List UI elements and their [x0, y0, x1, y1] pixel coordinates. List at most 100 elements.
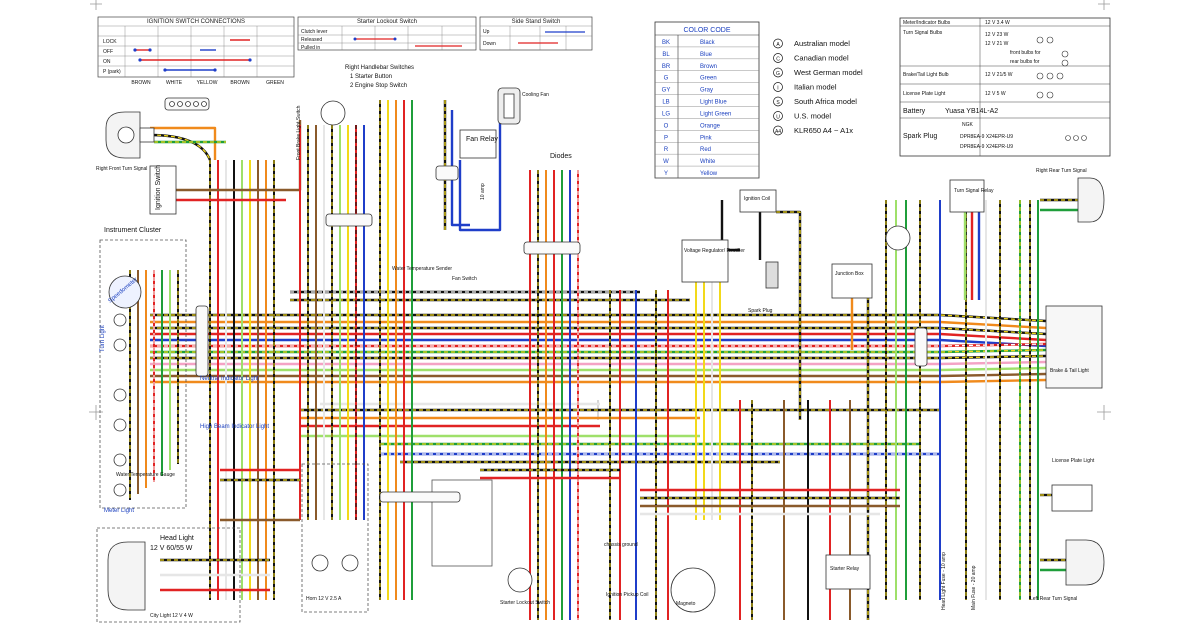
wire [176, 120, 302, 192]
model-name: KLR650 A4 ~ A1x [794, 126, 853, 135]
model-name: U.S. model [794, 112, 831, 121]
label-right-front-turn: Right Front Turn Signal [96, 166, 147, 172]
ign-row-off: OFF [103, 49, 113, 55]
horn-box [301, 463, 369, 613]
color-code-abbr: P [664, 135, 668, 141]
label-fan-switch: Fan Switch [452, 276, 477, 282]
ignition-switch-box [149, 165, 177, 215]
label-cooling-fan: Cooling Fan [522, 92, 549, 98]
switch-table-ignition: IGNITION SWITCH CONNECTIONS LOCK OFF ON … [97, 16, 295, 86]
wire [150, 378, 1047, 384]
license-light-box [1051, 484, 1093, 512]
label-spark-plug: Spark Plug [748, 308, 773, 314]
ign-col-3: YELLOW [197, 80, 218, 86]
spec-plug-row-1: DPR8EA-9 X24EPR-U9 [960, 134, 1013, 140]
label-alt-switch: 10 amp [480, 183, 486, 200]
model-mark: U [776, 115, 780, 121]
color-code-abbr: LB [662, 100, 669, 106]
label-diodes: Diodes [550, 153, 572, 160]
model-mark-circle [773, 96, 783, 107]
spec-turn-v4: rear bulbs for [1010, 59, 1040, 65]
color-code-abbr: Y [664, 171, 668, 177]
model-mark: A4 [775, 129, 781, 135]
spec-plug-label: Spark Plug [903, 133, 937, 140]
label-starter-relay: Starter Relay [830, 566, 860, 572]
label-license-plate: License Plate Light [1052, 458, 1095, 464]
left-rear-turn-signal [1065, 539, 1105, 586]
label-head-fuse: Head Light Fuse - 10 amp [941, 552, 947, 610]
label-horn: Horn 12 V 2.5 A [306, 596, 342, 602]
turn-relay-box [949, 179, 985, 213]
wire [149, 133, 212, 161]
label-neutral-light: Neutral Indicator Light [200, 376, 259, 382]
color-code-abbr: LG [662, 111, 670, 117]
label-brake-tail: Brake & Tail Light [1050, 368, 1089, 374]
label-instrument-cluster: Instrument Cluster [104, 227, 162, 234]
color-code-abbr: BR [662, 64, 671, 70]
color-code-name: Yellow [700, 171, 718, 177]
ign-col-1: BROWN [131, 80, 151, 86]
components [96, 87, 1105, 623]
model-name: Australian model [794, 39, 850, 48]
label-turn-relay: Turn Signal Relay [954, 188, 994, 194]
spec-license-title: License Plate Light [903, 91, 946, 97]
head-light-lamp [107, 541, 146, 611]
starter-table-title: Starter Lockout Switch [357, 19, 417, 25]
color-code-name: Gray [700, 88, 713, 94]
label-fan-relay: Fan Relay [466, 136, 498, 143]
ignition-table-title: IGNITION SWITCH CONNECTIONS [147, 19, 245, 25]
wire [450, 110, 470, 227]
spec-brake-value: 12 V 21/5 W [985, 72, 1013, 78]
spec-panel: Meter/Indicator Bulbs 12 V 3.4 W Turn Si… [899, 17, 1111, 157]
model-mark: S [776, 100, 780, 106]
ignition-coil-box [739, 189, 777, 213]
fan-relay-box [459, 129, 497, 159]
model-mark-circle [773, 125, 783, 136]
label-water-temp: Water Temperature Gauge [116, 472, 175, 478]
spec-plug-row-2: DPR8EA-9 X24EPR-U9 [960, 144, 1013, 150]
starter-relay-box [825, 554, 871, 590]
wire [150, 126, 217, 160]
starter-row-2: Released [301, 37, 322, 43]
wire [150, 360, 1047, 366]
starter-row-1: Clutch lever [301, 29, 328, 35]
color-code-abbr: W [663, 159, 669, 165]
right-front-turn-signal [105, 111, 155, 159]
front-brake-switch-lamp [320, 100, 346, 126]
color-code-abbr: BK [662, 40, 670, 46]
handlebar-switch-note: Right Handlebar Switches 1 Starter Butto… [345, 65, 414, 89]
color-code-abbr: GY [662, 88, 671, 94]
label-meter-light: Meter Light [104, 508, 134, 514]
wire [150, 366, 1047, 372]
voltage-regulator-box [681, 239, 729, 283]
label-water-temp-sender: Water Temperature Sender [392, 266, 452, 272]
color-code-name: Orange [700, 123, 721, 129]
ign-row-p: P (park) [103, 69, 121, 75]
instrument-cluster-box [99, 239, 187, 509]
color-code-abbr: G [664, 76, 669, 82]
label-city-light: City Light 12 V 4 W [150, 613, 193, 619]
starter-row-3: Pulled in [301, 45, 320, 51]
magneto [670, 567, 716, 613]
color-code-name: Black [700, 40, 716, 46]
model-name: Canadian model [794, 54, 849, 63]
spec-turn-v1: 12 V 23 W [985, 32, 1009, 38]
model-mark-circle [773, 82, 783, 92]
spec-license-value: 12 V 5 W [985, 91, 1006, 97]
label-chassis-ground: chassis ground [604, 542, 638, 548]
label-left-rear-turn: Left Rear Turn Signal [1030, 596, 1077, 602]
component-labels: Right Front Turn Signal Ignition Switch … [96, 92, 1095, 619]
handlebar-item-2: 2 Engine Stop Switch [350, 83, 407, 89]
spark-plug-body [765, 261, 779, 289]
model-mark: I [777, 86, 778, 92]
spec-bulbs-value: 12 V 3.4 W [985, 20, 1010, 26]
model-mark-circle [773, 111, 783, 121]
tail-light [1045, 305, 1103, 389]
sidestand-row-2: Down [483, 41, 496, 47]
model-mark: G [776, 71, 780, 77]
label-main-fuse: Main Fuse - 20 amp [971, 565, 977, 610]
connector-top-left [164, 97, 210, 111]
